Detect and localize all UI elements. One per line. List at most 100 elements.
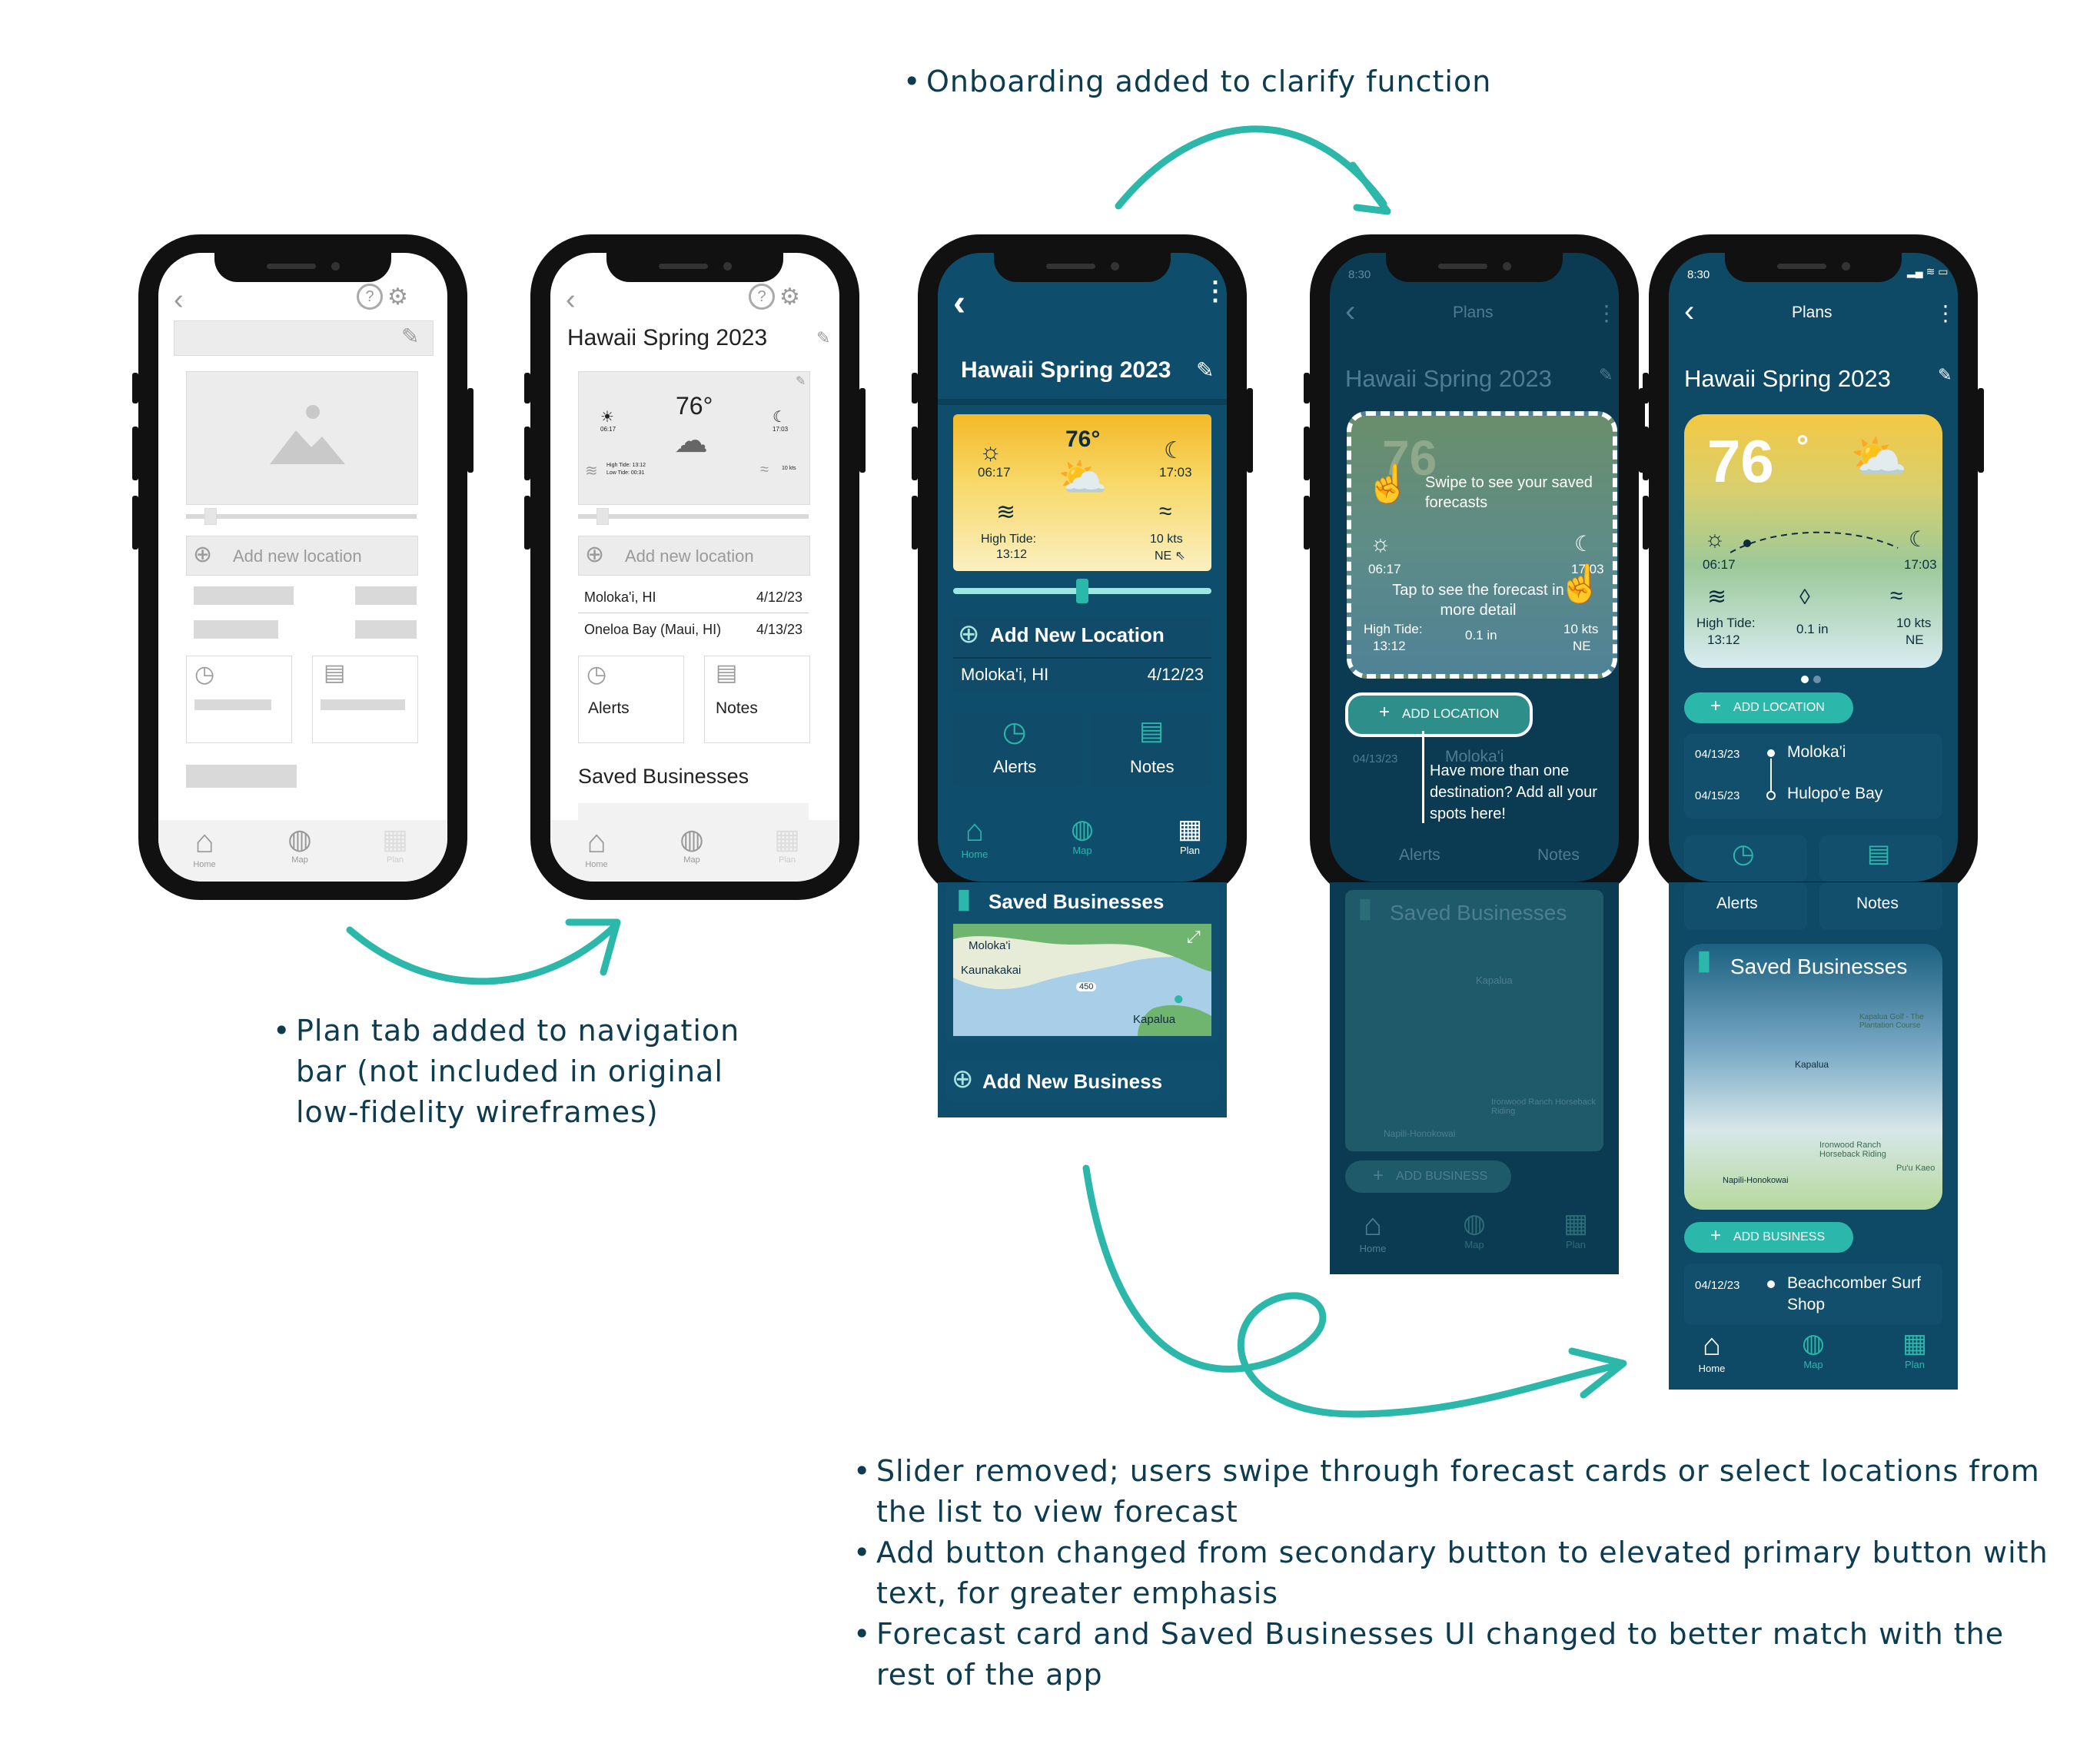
location-name: Oneloa Bay (Maui, HI) <box>584 622 722 637</box>
settings-icon[interactable]: ⚙ <box>779 284 800 310</box>
saved-businesses-card[interactable]: ▮ Saved Businesses Kapalua Golf - The Pl… <box>1684 944 1942 1210</box>
add-location-button[interactable]: + ADD LOCATION <box>1345 692 1533 737</box>
add-business-button[interactable]: ⊕ Add New Business <box>945 1061 1219 1102</box>
list-item[interactable]: 04/15/23 Hulopo'e Bay <box>1684 775 1942 817</box>
edit-icon[interactable]: ✎ <box>1196 358 1214 382</box>
notes-tile[interactable]: ▤ Notes <box>1090 712 1211 786</box>
map-label: Kapalua <box>1133 1013 1176 1026</box>
forecast-card[interactable]: 76 ° ⛅ ☼ 06:17 ☾ 17:03 ≋ High Tide: 13:1… <box>1684 414 1942 668</box>
map-label: Ironwood Ranch Horseback Riding <box>1819 1141 1886 1159</box>
back-icon[interactable]: ‹ <box>566 284 576 316</box>
help-icon[interactable]: ? <box>749 284 775 310</box>
sunrise-time: 06:17 <box>1703 557 1736 572</box>
alerts-label: Alerts <box>1716 895 1758 912</box>
more-icon[interactable]: ⋮ <box>1596 301 1617 325</box>
nav-map[interactable]: ◍Map <box>269 823 331 865</box>
slider-thumb[interactable] <box>204 508 217 525</box>
notes-tile[interactable]: ▤ Notes <box>704 656 810 743</box>
notes-tile[interactable]: ▤ <box>1819 835 1942 882</box>
add-location-row[interactable]: ⊕ Add new location <box>578 536 810 576</box>
swell-height: 0.1 in <box>1465 628 1497 643</box>
note-change-2-cont: text, for greater emphasis <box>876 1576 1279 1610</box>
forecast-temp: 76° <box>1065 427 1101 452</box>
note-changes: Slider removed; users swipe through fore… <box>853 1451 2048 1695</box>
high-tide: High Tide: 13:12 <box>606 463 646 468</box>
edit-icon[interactable]: ✎ <box>816 328 831 347</box>
high-tide-label: High Tide: <box>1364 622 1423 636</box>
map-label: 450 <box>1076 982 1097 991</box>
nav-home[interactable]: ⌂Home <box>174 823 235 869</box>
nav-plan[interactable]: ▦Plan <box>1159 814 1221 856</box>
nav-plan[interactable]: ▦Plan <box>1545 1208 1607 1250</box>
clock-icon: ◷ <box>1002 716 1027 747</box>
forecast-card[interactable]: ☼ 06:17 76° ⛅ ☾ 17:03 ≋ High Tide: 13:12… <box>953 414 1211 571</box>
back-icon[interactable]: ‹ <box>1684 294 1695 328</box>
nav-map[interactable]: ◍Map <box>1444 1208 1505 1250</box>
alerts-tile[interactable]: ◷ <box>1684 835 1807 882</box>
business-list-item[interactable]: 04/12/23 Beachcomber Surf Shop <box>1684 1263 1942 1325</box>
more-icon[interactable]: ⋮ <box>1202 277 1227 306</box>
alerts-tile[interactable]: ◷ <box>186 656 292 743</box>
nav-plan-label: Plan <box>1179 845 1201 856</box>
edit-icon[interactable]: ✎ <box>401 324 420 348</box>
arrow-bottom <box>1082 1164 1626 1418</box>
alerts-tile[interactable]: ◷ Alerts <box>953 712 1082 786</box>
add-business-button[interactable]: + ADD BUSINESS <box>1684 1222 1853 1253</box>
edit-icon[interactable]: ✎ <box>796 375 806 388</box>
map-label: Kapalua <box>1795 1059 1829 1070</box>
add-location-label[interactable]: Add New Location <box>990 623 1165 646</box>
edit-icon[interactable]: ✎ <box>1938 365 1952 384</box>
edit-icon[interactable]: ✎ <box>1599 365 1613 384</box>
back-icon[interactable]: ‹ <box>1345 294 1356 328</box>
tooltip-add-location: Have more than one destination? Add all … <box>1430 762 1597 822</box>
plan-title: Hawaii Spring 2023 <box>961 357 1171 383</box>
add-business-button[interactable]: + ADD BUSINESS <box>1345 1161 1511 1193</box>
add-location-row[interactable]: ⊕ Add new location <box>186 536 418 576</box>
title-placeholder <box>174 320 434 356</box>
back-icon[interactable]: ‹ <box>174 284 184 316</box>
nav-map[interactable]: ◍Map <box>661 823 723 865</box>
help-icon[interactable]: ? <box>357 284 383 310</box>
nav-plan-label: Plan <box>1904 1359 1926 1370</box>
settings-icon[interactable]: ⚙ <box>387 284 408 310</box>
back-icon[interactable]: ‹ <box>953 283 965 324</box>
alerts-tile[interactable]: ◷ Alerts <box>578 656 684 743</box>
location-row[interactable]: Oneloa Bay (Maui, HI) 4/13/23 <box>578 616 809 645</box>
nav-home[interactable]: ⌂Home <box>1681 1328 1743 1374</box>
location-card[interactable]: ⊕ Add New Location Moloka'i, HI 4/12/23 <box>953 617 1211 692</box>
nav-map[interactable]: ◍Map <box>1783 1328 1844 1370</box>
globe-icon: ◍ <box>287 823 312 855</box>
nav-plan[interactable]: ▦Plan <box>1884 1328 1945 1370</box>
more-icon[interactable]: ⋮ <box>1935 301 1956 325</box>
plus-icon: ⊕ <box>193 542 213 567</box>
nav-home[interactable]: ⌂Home <box>944 814 1005 860</box>
forecast-card[interactable]: 76 ☝ Swipe to see your saved forecasts ☼… <box>1347 411 1617 679</box>
nav-plan[interactable]: ▦Plan <box>756 823 818 865</box>
sunset-time: 17:03 <box>1904 557 1937 572</box>
sun-icon: ☼ <box>1704 526 1726 552</box>
location-name: Moloka'i <box>1787 743 1846 761</box>
list-item[interactable]: 04/13/23 Moloka'i <box>1684 734 1942 775</box>
location-date: 04/15/23 <box>1695 789 1740 802</box>
header-title: Plans <box>1792 304 1833 321</box>
nav-home[interactable]: ⌂Home <box>566 823 627 869</box>
status-icons: ▂▄ ≋ ▭ <box>1907 265 1949 277</box>
nav-map[interactable]: ◍Map <box>1052 814 1113 856</box>
add-location-button[interactable]: + ADD LOCATION <box>1684 692 1853 723</box>
nav-map-label: Map <box>291 855 308 865</box>
low-tide: Low Tide: 00:31 <box>606 470 645 476</box>
location-row[interactable]: Moloka'i, HI 4/12/23 <box>578 583 809 613</box>
location-name[interactable]: Moloka'i <box>1445 748 1504 765</box>
expand-icon[interactable]: ⤢ <box>1187 927 1201 946</box>
nav-home[interactable]: ⌂Home <box>1342 1208 1404 1254</box>
slider-thumb[interactable] <box>596 508 609 525</box>
slider-thumb[interactable] <box>1076 579 1088 603</box>
saved-businesses-heading: Saved Businesses <box>578 765 749 788</box>
location-name[interactable]: Moloka'i, HI <box>961 665 1049 684</box>
forecast-card[interactable]: 76° ☀ 06:17 ☾ 17:03 ☁ ≋ High Tide: 13:12… <box>578 371 810 505</box>
nav-plan[interactable]: ▦Plan <box>364 823 426 865</box>
forecast-temp: 76 <box>1707 427 1774 495</box>
phone-wireframe-1: ‹ ? ⚙ ✎ ⊕ Add new location ◷ ▤ ⌂Home ◍Ma… <box>132 234 473 900</box>
business-map[interactable]: Moloka'i Kaunakakai 450 Kapalua ⤢ ● <box>953 924 1211 1036</box>
notes-tile[interactable]: ▤ <box>312 656 418 743</box>
